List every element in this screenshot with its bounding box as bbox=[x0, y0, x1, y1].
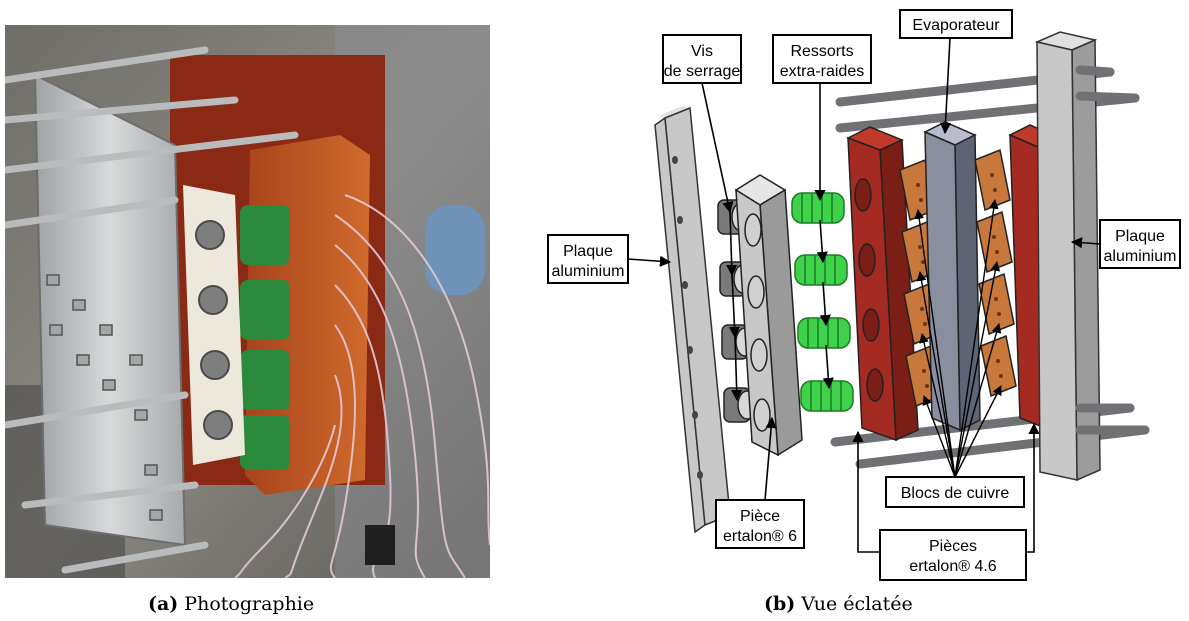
svg-text:extra-raides: extra-raides bbox=[780, 63, 864, 80]
svg-text:ertalon® 4.6: ertalon® 4.6 bbox=[909, 558, 997, 575]
caption-b-text: Vue éclatée bbox=[801, 593, 913, 615]
caption-b: (b)Vue éclatée bbox=[764, 593, 913, 615]
label-piece-ertalon-6: Pièce ertalon® 6 bbox=[715, 416, 805, 549]
left-aluminium-plate bbox=[654, 106, 731, 534]
svg-text:Pièce: Pièce bbox=[740, 508, 780, 525]
label-ressorts: Ressorts extra-raides bbox=[772, 34, 872, 390]
svg-text:Plaque: Plaque bbox=[563, 243, 613, 260]
svg-text:de serrage: de serrage bbox=[664, 63, 741, 80]
svg-text:aluminium: aluminium bbox=[1104, 248, 1177, 265]
exploded-view-diagram: Plaque aluminium Vis de serrage Ressorts… bbox=[547, 9, 1181, 581]
label-plaque-left: Plaque aluminium bbox=[547, 234, 672, 284]
caption-a-text: Photographie bbox=[184, 593, 315, 615]
svg-text:Plaque: Plaque bbox=[1115, 228, 1165, 245]
springs bbox=[791, 192, 854, 412]
photograph bbox=[5, 25, 490, 578]
caption-b-tag: (b) bbox=[764, 593, 796, 615]
svg-text:aluminium: aluminium bbox=[552, 263, 625, 280]
svg-text:Ressorts: Ressorts bbox=[790, 43, 853, 60]
svg-text:Pièces: Pièces bbox=[929, 538, 977, 555]
svg-text:Vis: Vis bbox=[691, 43, 713, 60]
svg-text:Evaporateur: Evaporateur bbox=[912, 17, 1000, 34]
copper-blocks-right bbox=[974, 148, 1017, 398]
caption-a: (a)Photographie bbox=[148, 593, 314, 615]
caption-a-tag: (a) bbox=[148, 593, 179, 615]
label-blocs-de-cuivre: Blocs de cuivre bbox=[885, 199, 1025, 508]
label-evaporateur: Evaporateur bbox=[899, 9, 1013, 135]
label-vis-de-serrage: Vis de serrage bbox=[662, 34, 743, 402]
label-plaque-right: Plaque aluminium bbox=[1070, 219, 1181, 269]
svg-text:ertalon® 6: ertalon® 6 bbox=[723, 528, 797, 545]
svg-text:Blocs de cuivre: Blocs de cuivre bbox=[901, 485, 1010, 502]
ertalon-6-piece bbox=[734, 174, 803, 457]
right-aluminium-plate bbox=[1034, 31, 1101, 482]
label-pieces-ertalon-46: Pièces ertalon® 4.6 bbox=[852, 422, 1040, 581]
